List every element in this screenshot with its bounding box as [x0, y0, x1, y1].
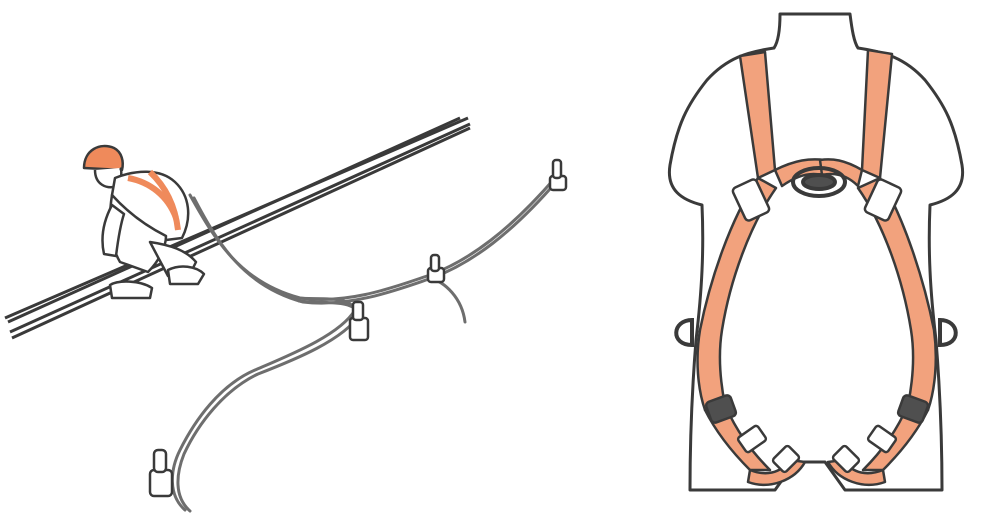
anchor-post-3: [350, 302, 368, 340]
harness-illustration: [600, 0, 997, 514]
steel-beam: [5, 118, 470, 338]
anchor-posts: [150, 160, 566, 496]
anchor-post-4: [150, 450, 172, 496]
lanyard-rope: [172, 178, 557, 511]
anchor-post-1: [550, 160, 566, 190]
anchor-post-2: [428, 255, 444, 282]
worker-scene-panel: [0, 0, 600, 514]
worker-illustration: [0, 0, 600, 514]
helmet-icon: [84, 146, 123, 170]
left-d-ring: [676, 320, 692, 345]
right-d-ring: [940, 320, 956, 345]
harness-scene-panel: [600, 0, 997, 514]
